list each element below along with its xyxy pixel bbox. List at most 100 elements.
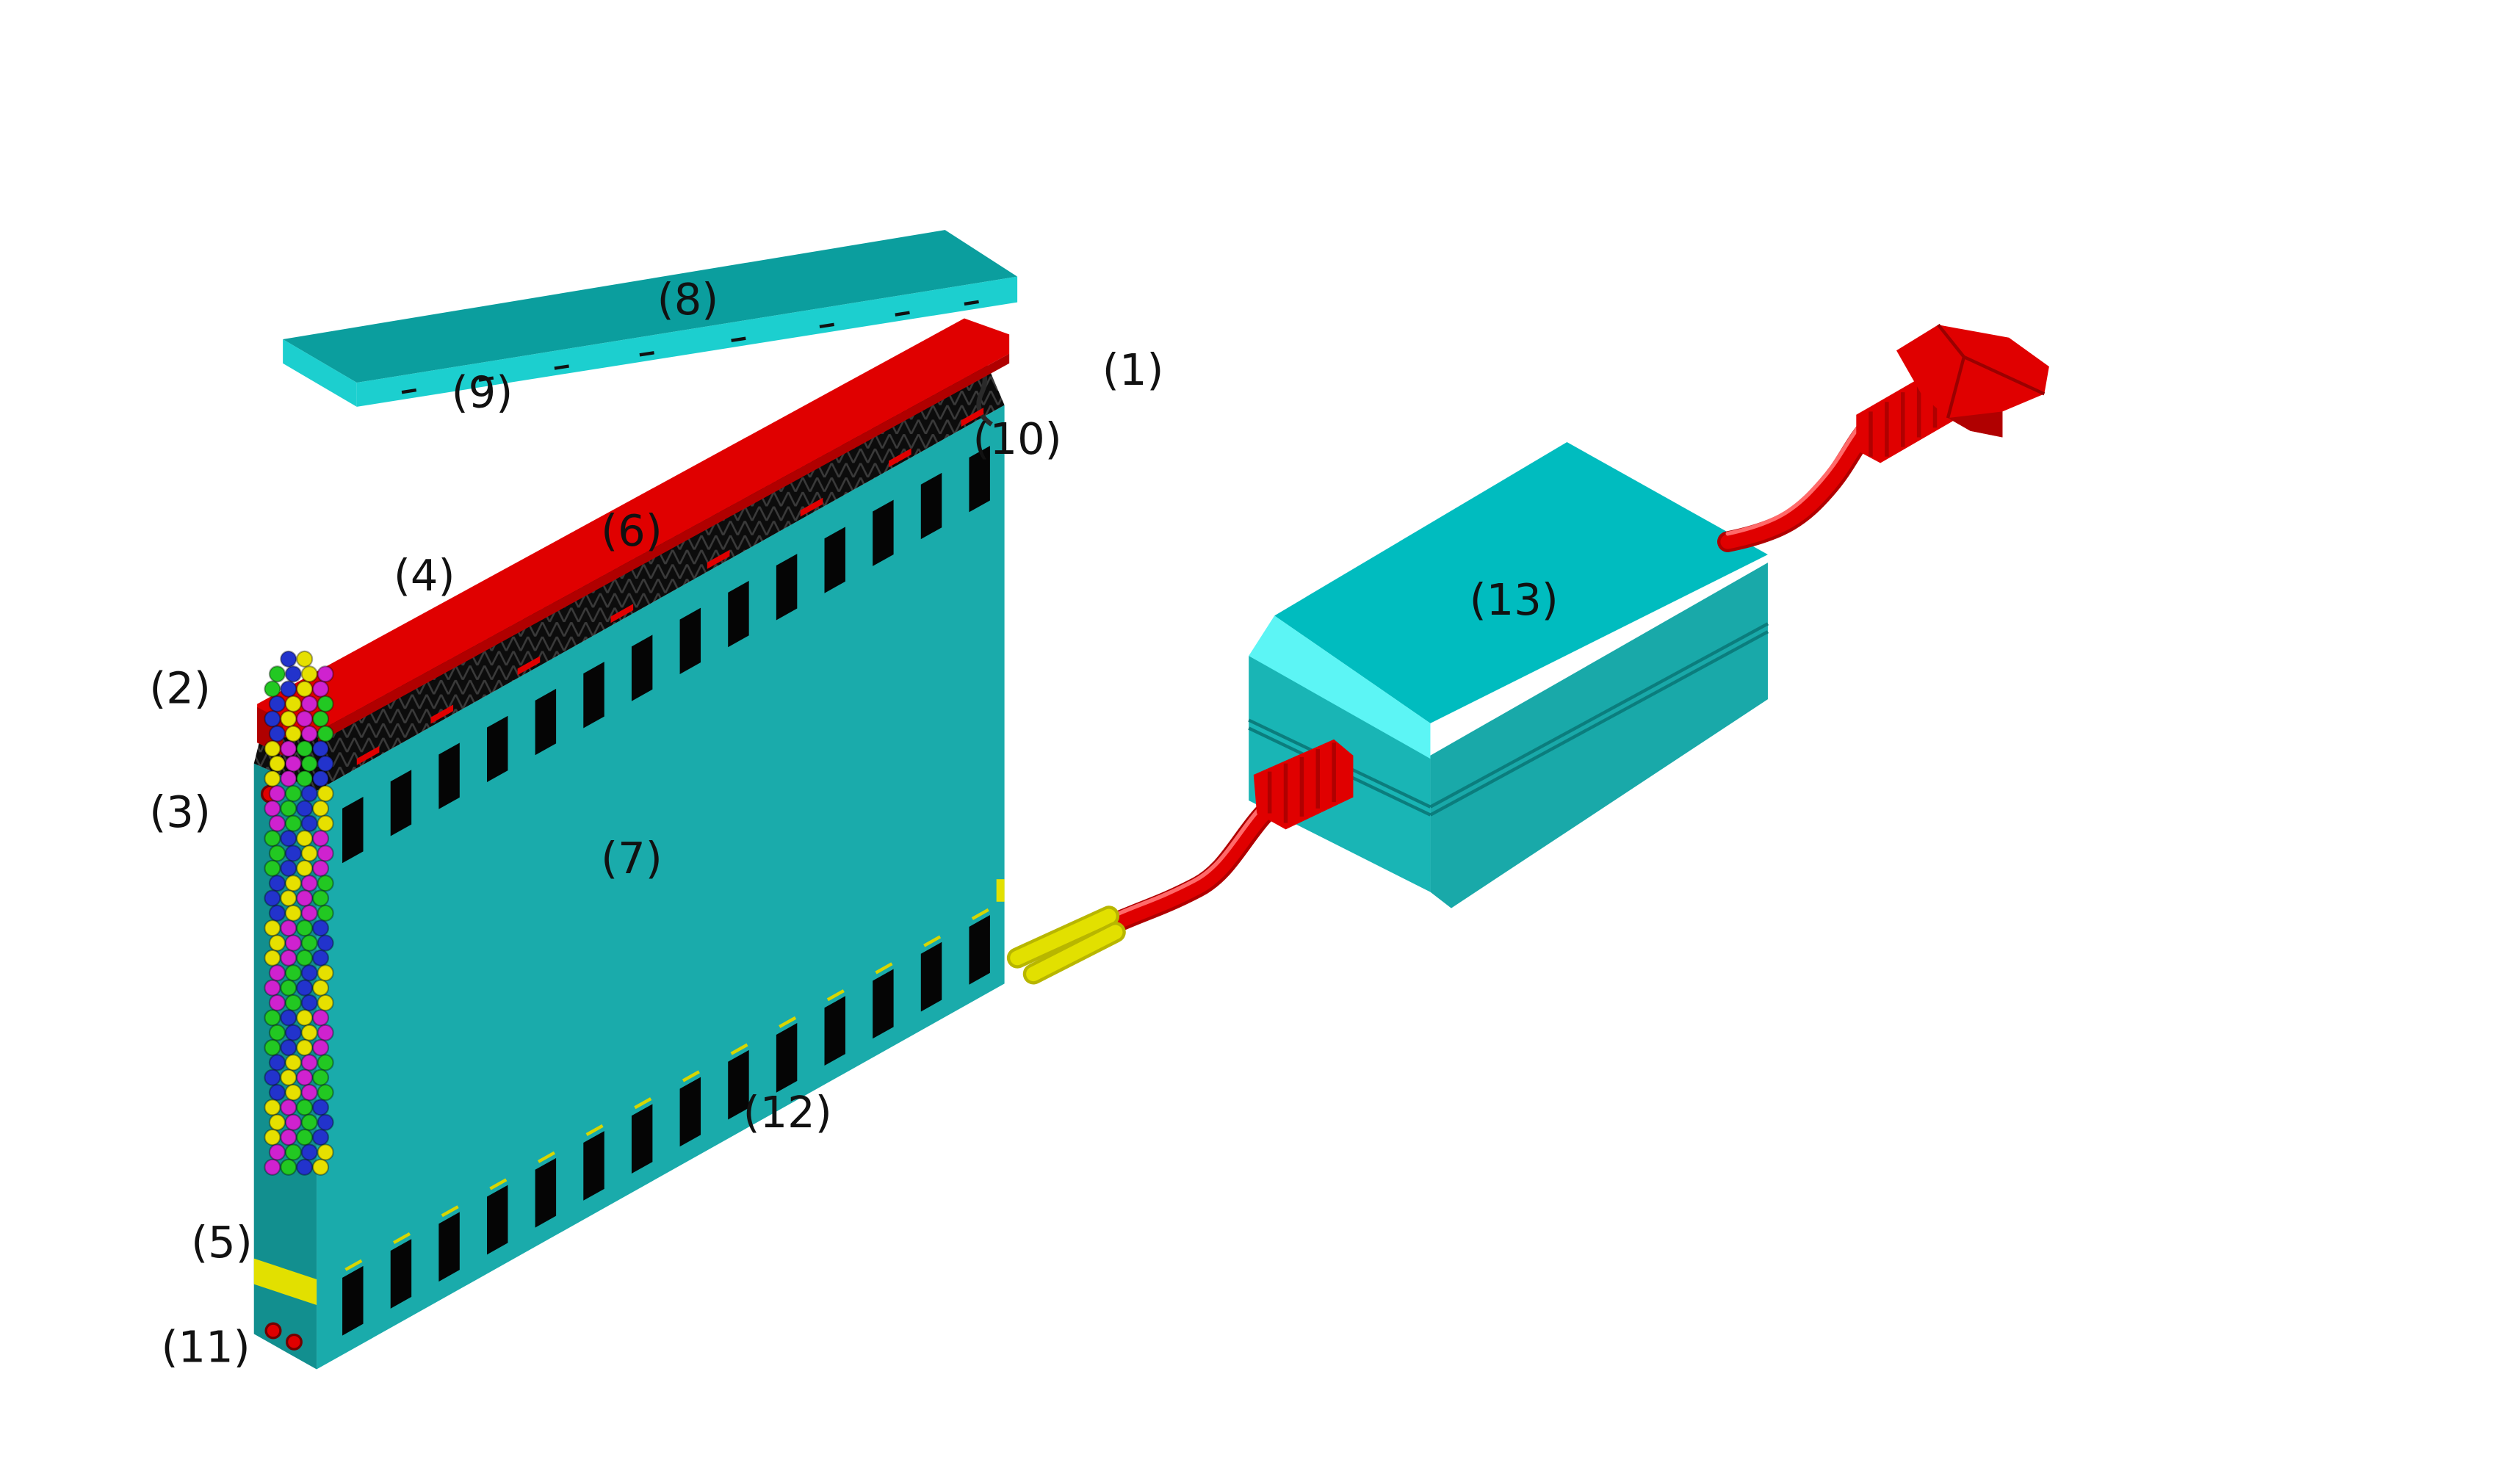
slot <box>679 607 701 674</box>
bead <box>268 1083 286 1102</box>
yellow-plug-1-face <box>1010 908 1116 966</box>
slot <box>679 1077 701 1147</box>
lid-dash <box>554 364 569 370</box>
bead <box>296 1038 314 1057</box>
bead <box>300 1083 318 1102</box>
bead <box>268 964 286 982</box>
lid-top-face <box>283 230 1018 383</box>
slot <box>824 527 845 593</box>
slot <box>487 1185 508 1255</box>
bead <box>284 1024 302 1041</box>
plug-head-edge <box>1937 323 2046 419</box>
box-bevel <box>1249 615 1431 759</box>
bead <box>264 919 281 937</box>
red-marker <box>800 497 823 517</box>
bead <box>296 740 314 758</box>
bead <box>317 934 334 952</box>
slot-row-bottom <box>342 908 990 1336</box>
bead <box>296 1158 314 1176</box>
red-frame-edge <box>318 353 1010 743</box>
yellow-tick <box>344 1259 363 1271</box>
bead <box>311 1158 330 1176</box>
bead <box>300 814 318 832</box>
bead <box>284 934 302 952</box>
red-marker <box>517 656 541 676</box>
bead <box>300 845 318 862</box>
bead <box>264 770 281 787</box>
bead <box>268 934 286 952</box>
bead <box>284 994 302 1012</box>
bottom-port-2 <box>285 1333 303 1351</box>
bead <box>311 1038 330 1057</box>
bead <box>311 710 330 728</box>
slot <box>535 688 557 756</box>
slot <box>583 1131 604 1201</box>
bead <box>317 1024 334 1041</box>
bead <box>300 875 318 892</box>
lid-dash <box>478 376 494 382</box>
slot <box>535 1157 557 1228</box>
bead <box>296 770 314 787</box>
lid-dash <box>819 322 834 329</box>
bead <box>284 755 302 773</box>
slot <box>583 662 604 729</box>
bead <box>284 1054 302 1071</box>
yellow-tick <box>971 908 989 920</box>
bead <box>280 1128 297 1146</box>
bead <box>268 1024 286 1041</box>
lid-dash <box>401 388 417 394</box>
bead <box>296 1069 314 1086</box>
box-connector-ribs <box>1267 742 1336 823</box>
box-top-face <box>1274 442 1768 723</box>
slot <box>728 580 749 648</box>
bead <box>317 695 334 713</box>
yellow-tick <box>779 1016 797 1028</box>
bead <box>268 875 286 892</box>
bead <box>264 800 281 817</box>
bead <box>296 650 314 668</box>
bead <box>317 994 334 1012</box>
bead <box>317 814 334 832</box>
bead <box>280 830 297 847</box>
bead <box>300 665 318 683</box>
label-6: (6) <box>601 505 663 556</box>
bead <box>284 904 302 922</box>
label-13: (13) <box>1470 574 1559 625</box>
bead <box>280 650 297 668</box>
bead <box>280 680 297 698</box>
bead <box>268 845 286 862</box>
lid-dashes <box>401 300 979 394</box>
bead <box>317 665 334 683</box>
label-2: (2) <box>149 662 211 713</box>
yellow-tick <box>923 935 942 947</box>
plug-head <box>1896 325 2049 438</box>
label-8: (8) <box>657 274 719 325</box>
bead <box>268 784 286 803</box>
yellow-tick <box>489 1178 508 1190</box>
bead <box>268 814 286 832</box>
bead <box>311 949 330 966</box>
bead <box>317 964 334 982</box>
slot <box>390 770 412 836</box>
slot <box>824 996 845 1066</box>
bead <box>284 1113 302 1131</box>
bead <box>317 784 334 803</box>
bead <box>280 800 297 817</box>
plug-head-shade <box>1948 411 2003 438</box>
bead <box>280 1009 297 1027</box>
bead <box>300 904 318 922</box>
bead <box>264 710 281 728</box>
bead <box>311 859 330 877</box>
slot <box>873 969 894 1039</box>
bead <box>284 1143 302 1161</box>
bead <box>268 1113 286 1131</box>
callout-labels: (1) (2) (3) (4) (5) (6) (7) (8) (9) (10)… <box>149 274 1559 1373</box>
red-marker <box>961 408 984 427</box>
lid-dash <box>964 300 979 306</box>
upper-connector-ribs <box>1869 379 1938 457</box>
bead <box>311 680 330 698</box>
bead <box>317 875 334 892</box>
bead <box>284 845 302 862</box>
bead <box>280 919 297 937</box>
